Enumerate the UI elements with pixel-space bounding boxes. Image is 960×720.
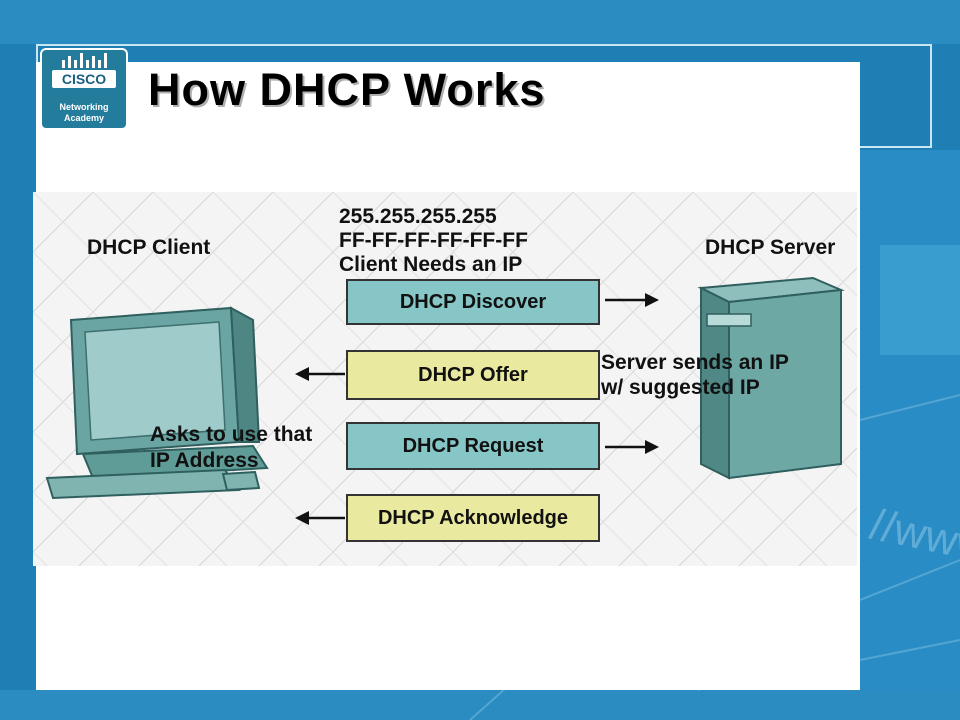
client-note-line1: Asks to use that [150,423,313,446]
client-needs-text: Client Needs an IP [339,253,523,276]
dhcp-offer-label: DHCP Offer [418,363,528,386]
dhcp-acknowledge-box: DHCP Acknowledge [346,494,600,542]
dhcp-discover-box: DHCP Discover [346,279,600,325]
dhcp-request-label: DHCP Request [402,434,544,457]
dhcp-offer-box: DHCP Offer [346,350,600,400]
broadcast-mac-text: FF-FF-FF-FF-FF-FF [339,229,528,252]
logo-line1: Networking [59,102,108,112]
cisco-networking-academy-logo: CISCO Networking Academy [40,48,128,130]
server-note-line2: w/ suggested IP [601,376,760,399]
broadcast-ip-text: 255.255.255.255 [339,205,497,228]
server-note-line1: Server sends an IP [601,351,789,374]
logo-brand-text: CISCO [62,71,106,87]
cisco-bridge-icon [62,53,107,68]
dhcp-acknowledge-label: DHCP Acknowledge [377,506,569,529]
logo-line2: Academy [64,113,104,123]
dhcp-request-box: DHCP Request [346,422,600,470]
title-panel [36,62,860,148]
message-arrows [295,293,659,525]
slide-title: How DHCP Works [148,64,546,115]
client-computer-icon [45,306,269,500]
dhcp-discover-label: DHCP Discover [399,290,547,313]
server-label: DHCP Server [705,236,836,259]
server-tower-icon [697,276,845,480]
dhcp-diagram: DHCP Client DHCP Server 255.255.255.255 … [33,192,857,566]
client-label: DHCP Client [87,236,211,259]
client-note-line2: IP Address [150,449,259,472]
